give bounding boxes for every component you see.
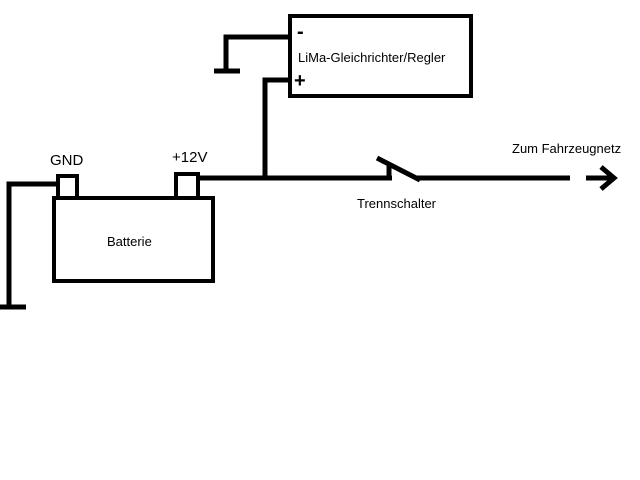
rectifier-plus-sign: + (294, 70, 306, 92)
switch-blade (375, 155, 422, 183)
output-label: Zum Fahrzeugnetz (512, 141, 621, 156)
battery-label: Batterie (107, 234, 152, 249)
switch-label: Trennschalter (357, 196, 437, 211)
rectifier-minus-wire (223, 34, 290, 72)
rectifier-box (288, 14, 473, 98)
rectifier-minus-sign: - (297, 21, 304, 43)
battery-body (52, 196, 215, 283)
gnd-label: GND (50, 152, 84, 169)
ground-wire (6, 181, 57, 308)
rectifier-label: LiMa-Gleichrichter/Regler (298, 50, 446, 65)
arrow-head-icon (599, 165, 618, 191)
battery-terminal-gnd (56, 174, 79, 200)
rectifier-plus-wire (262, 77, 292, 180)
plus12v-label: +12V (172, 149, 207, 166)
battery-terminal-plus (174, 172, 200, 200)
